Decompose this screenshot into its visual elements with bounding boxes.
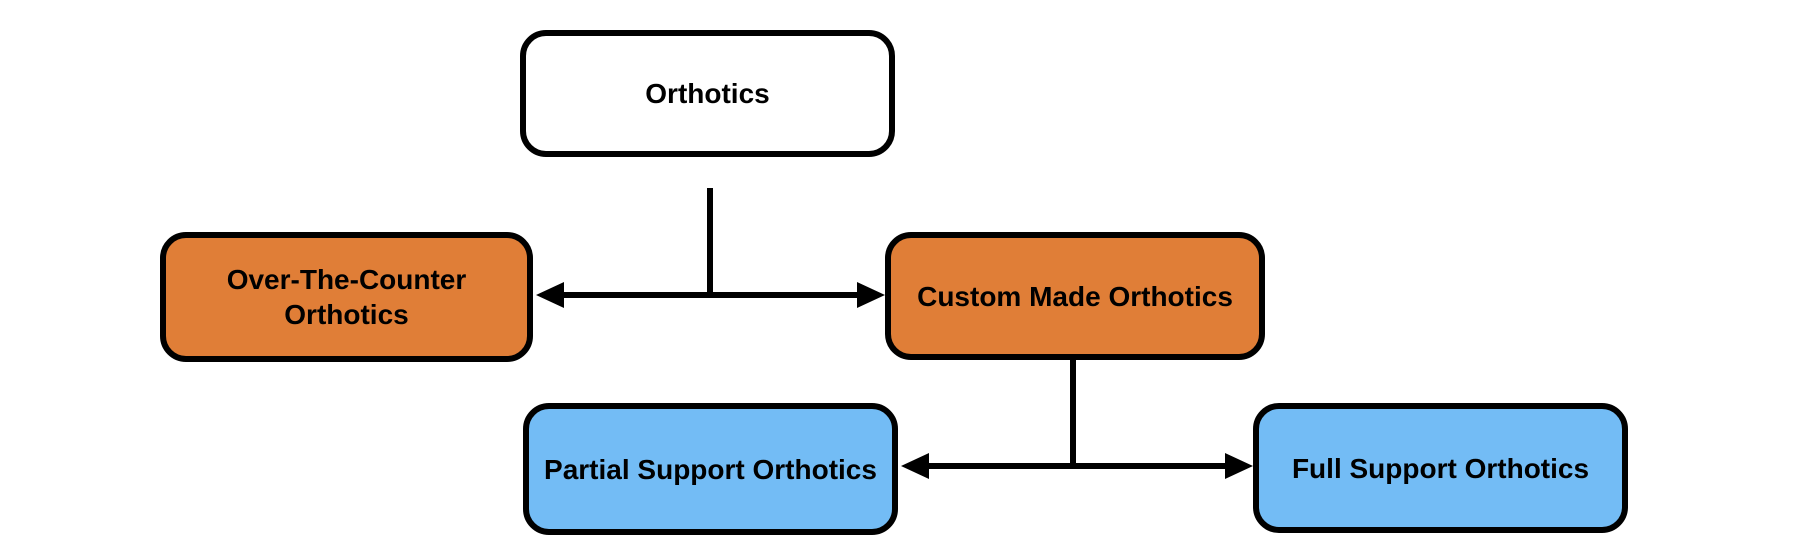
node-partial-support-orthotics: Partial Support Orthotics bbox=[523, 403, 898, 535]
node-full-support-orthotics-label: Full Support Orthotics bbox=[1291, 452, 1590, 484]
arrowhead-to-otc-icon bbox=[536, 282, 564, 308]
node-custom-made-orthotics-label: Custom Made Orthotics bbox=[917, 280, 1233, 312]
node-orthotics: Orthotics bbox=[520, 30, 895, 157]
node-orthotics-label: Orthotics bbox=[645, 78, 770, 109]
node-over-the-counter-orthotics: Over-The-Counter Orthotics bbox=[160, 232, 533, 362]
node-full-support-orthotics: Full Support Orthotics bbox=[1253, 403, 1628, 533]
arrowhead-to-partial-icon bbox=[901, 453, 929, 479]
arrowhead-to-full-icon bbox=[1225, 453, 1253, 479]
arrowhead-to-custom-icon bbox=[857, 282, 885, 308]
node-over-the-counter-orthotics-label: Over-The-Counter Orthotics bbox=[226, 264, 467, 330]
node-partial-support-orthotics-label: Partial Support Orthotics bbox=[544, 453, 877, 485]
node-custom-made-orthotics: Custom Made Orthotics bbox=[885, 232, 1265, 360]
